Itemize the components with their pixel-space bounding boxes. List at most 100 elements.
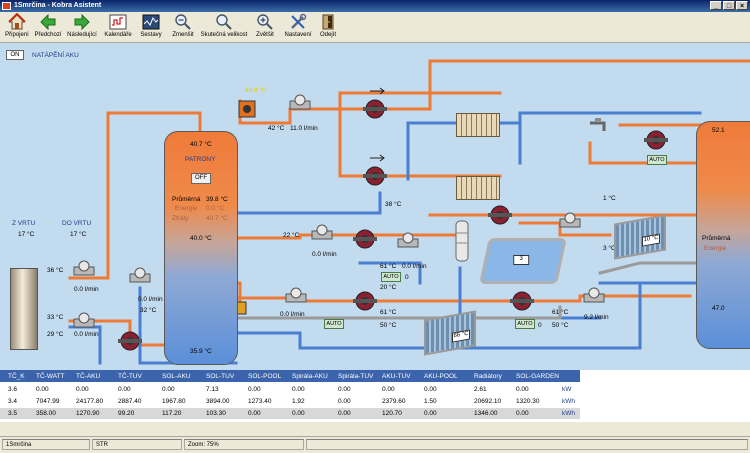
auto-button[interactable]: AUTO (647, 155, 667, 165)
temp-42: 42 °C (268, 125, 285, 132)
do-vrtu-label: DO VRTU (62, 220, 92, 227)
skutecna-velikost-button[interactable]: Skutečná velikost (198, 13, 250, 41)
flow-value: 0.0 l/min (280, 311, 305, 318)
tools-icon (291, 13, 307, 29)
neutral-pipes (234, 261, 702, 320)
z-vrtu-label: Z VRTU (12, 220, 36, 227)
column-header: TČ-AKU (76, 373, 101, 380)
temp-22: 22 °C (283, 232, 300, 239)
nastaveni-button[interactable]: Nastavení (282, 13, 314, 41)
pump-icon[interactable] (510, 291, 534, 311)
window-title: 1Smrčina - Kobra Asistent (14, 2, 102, 9)
pool-value: 3 (513, 255, 530, 265)
status-mode: STR (92, 439, 182, 450)
tank2-top-temp: 52.1 (712, 127, 725, 134)
arrow-left-icon (40, 13, 56, 31)
temp-50: 50 °C (552, 322, 569, 329)
temp-50: 50 °C (380, 322, 397, 329)
flow-value: 0.0 l/min (138, 296, 163, 303)
natapeni-label: NATÁPĚNÍ AKU (32, 52, 79, 59)
heat-exchanger-icon (455, 220, 469, 262)
zoom-out-icon (175, 14, 191, 30)
pump-icon[interactable] (353, 291, 377, 311)
title-bar: 1Smrčina - Kobra Asistent _□× (0, 0, 750, 12)
tuv-tank (696, 121, 750, 349)
nasledujici-button[interactable]: Následující (65, 13, 99, 41)
value-zero: 0 (538, 322, 542, 329)
on-toggle[interactable]: ON (6, 50, 24, 60)
temp-38: 38 °C (385, 201, 402, 208)
chart-icon (142, 14, 160, 30)
auto-button[interactable]: AUTO (381, 272, 401, 282)
flow-meter-icon (73, 312, 95, 328)
pump-icon[interactable] (363, 99, 387, 119)
heating-scheme: ON NATÁPĚNÍ AKU 40.7 °C PATRONY OFF Prům… (0, 43, 750, 370)
flow-value: 0.0 l/min (402, 263, 427, 270)
temp-32: 32 °C (140, 307, 157, 314)
tank2-bottom-temp: 47.0 (712, 305, 725, 312)
sestavy-button[interactable]: Sestavy (137, 13, 165, 41)
unit-label: kWh (562, 398, 575, 405)
flow-meter-icon (311, 224, 333, 240)
temp-33: 33 °C (47, 314, 64, 321)
tank2-energie-label: Energie (704, 245, 727, 252)
column-header: TČ-WATT (36, 373, 65, 380)
odejit-button[interactable]: Odejít (316, 13, 340, 41)
column-header: SOL-TUV (206, 373, 235, 380)
column-header: SOL-GARDEN (516, 373, 559, 380)
zoom-actual-icon (216, 14, 232, 30)
auto-button[interactable]: AUTO (324, 319, 344, 329)
column-header: AKU-POOL (424, 373, 458, 380)
flow-value: 11.0 l/min (290, 125, 318, 132)
ztraty-value: 40.7 °C (206, 215, 228, 222)
maximize-button[interactable]: □ (723, 1, 735, 10)
column-header: SOL-AKU (162, 373, 191, 380)
arrow-right-icon (74, 13, 90, 31)
toolbar: Připojení Předchozí Následující Kalendář… (0, 12, 750, 43)
pipe-network (68, 59, 750, 365)
prumerna-value: 39.8 °C (206, 196, 228, 203)
flow-value: 0.0 l/min (74, 331, 99, 338)
patrony-off-button[interactable]: OFF (191, 173, 211, 184)
energie-value: 0.0 °C (206, 205, 225, 212)
energie-label: Energie (175, 205, 198, 212)
pump-icon[interactable] (363, 166, 387, 186)
predchozi-button[interactable]: Předchozí (33, 13, 63, 41)
flow-meter-icon (289, 94, 311, 110)
column-header: AKU-TUV (382, 373, 411, 380)
zmensit-button[interactable]: Zmenšit (169, 13, 197, 41)
exit-icon (322, 14, 334, 30)
auto-button[interactable]: AUTO (515, 319, 535, 329)
aku-tank (164, 131, 238, 365)
ztraty-label: Ztráty (172, 215, 189, 222)
flow-meter-icon (397, 232, 419, 248)
pump-icon[interactable] (644, 130, 668, 150)
value-zero: 0 (405, 274, 409, 281)
pump-icon[interactable] (488, 205, 512, 225)
status-spacer (306, 439, 748, 450)
close-button[interactable]: × (736, 1, 748, 10)
temp-36: 36 °C (47, 267, 64, 274)
temp-29: 29 °C (47, 331, 64, 338)
tank-mid-temp: 40.0 °C (190, 235, 212, 242)
pump-icon[interactable] (118, 331, 142, 351)
pump-icon[interactable] (353, 229, 377, 249)
radiator-icon (456, 113, 500, 137)
tank-top-temp: 40.7 °C (190, 141, 212, 148)
table-row: 3.6 0.00 0.00 0.00 0.00 7.13 0.00 0.00 0… (0, 384, 580, 395)
table-row: 3.5 358.00 1270.90 99.20 117.20 103.30 0… (0, 408, 580, 419)
mixing-valve-icon[interactable] (238, 100, 256, 118)
tank-bottom-temp: 35.9 °C (190, 348, 212, 355)
pripojeni-button[interactable]: Připojení (3, 13, 31, 41)
status-user: 1Smrčina (2, 439, 90, 450)
minimize-button[interactable]: _ (710, 1, 722, 10)
zoom-in-icon (257, 14, 273, 30)
z-vrtu-temp: 17 °C (18, 231, 35, 238)
flow-meter-icon (129, 267, 151, 283)
zvetsit-button[interactable]: Zvětšit (252, 13, 278, 41)
flow-meter-icon (285, 287, 307, 303)
kalendare-button[interactable]: Kalendáře (101, 13, 135, 41)
home-icon (8, 13, 26, 30)
flow-meter-icon (559, 212, 581, 228)
pumps (118, 99, 668, 351)
